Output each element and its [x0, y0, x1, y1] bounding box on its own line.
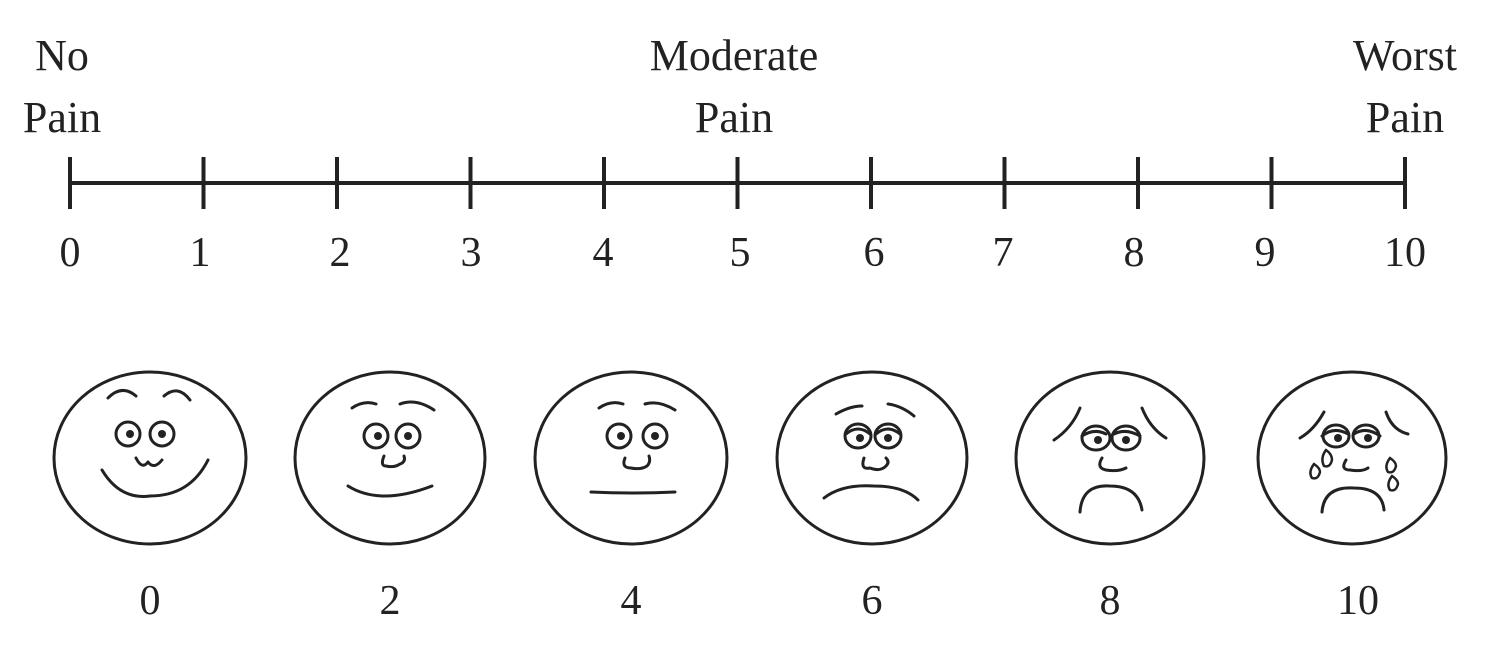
anchor-moderate-line1: Moderate	[650, 31, 819, 80]
tick-label-1: 1	[190, 230, 211, 276]
tick-label-9: 9	[1255, 230, 1276, 276]
face-label-0: 0	[140, 578, 161, 624]
tick-label-2: 2	[330, 230, 351, 276]
tick-label-3: 3	[461, 230, 482, 276]
face-label-6: 6	[862, 578, 883, 624]
sad-face-icon	[1014, 370, 1206, 546]
anchor-no-line1: No	[35, 31, 89, 80]
frown-face-icon	[775, 370, 969, 546]
scale-ticks	[68, 157, 1407, 209]
anchor-moderate-line2: Pain	[695, 93, 773, 142]
big-smile-face-icon	[52, 370, 248, 546]
face-label-4: 4	[621, 578, 642, 624]
anchor-worst-line2: Pain	[1366, 93, 1444, 142]
face-labels: 0 2 4 6 8 10	[140, 578, 1380, 624]
smile-face-icon	[293, 370, 487, 546]
tick-label-6: 6	[864, 230, 885, 276]
face-label-8: 8	[1100, 578, 1121, 624]
neutral-face-icon	[533, 370, 729, 546]
anchor-worst-line1: Worst	[1353, 31, 1457, 80]
tick-label-7: 7	[993, 230, 1014, 276]
scale-tick-labels: 0 1 2 3 4 5 6 7 8 9 10	[60, 230, 1427, 276]
tick-label-0: 0	[60, 230, 81, 276]
tick-label-8: 8	[1124, 230, 1145, 276]
tick-label-5: 5	[730, 230, 751, 276]
face-label-10: 10	[1337, 578, 1379, 624]
faces-row	[52, 370, 1448, 546]
crying-face-icon	[1256, 370, 1448, 546]
tick-label-4: 4	[593, 230, 614, 276]
anchor-no-line2: Pain	[23, 93, 101, 142]
face-label-2: 2	[380, 578, 401, 624]
anchor-labels: No Pain Moderate Pain Worst Pain	[23, 31, 1457, 142]
tick-label-10: 10	[1384, 230, 1426, 276]
